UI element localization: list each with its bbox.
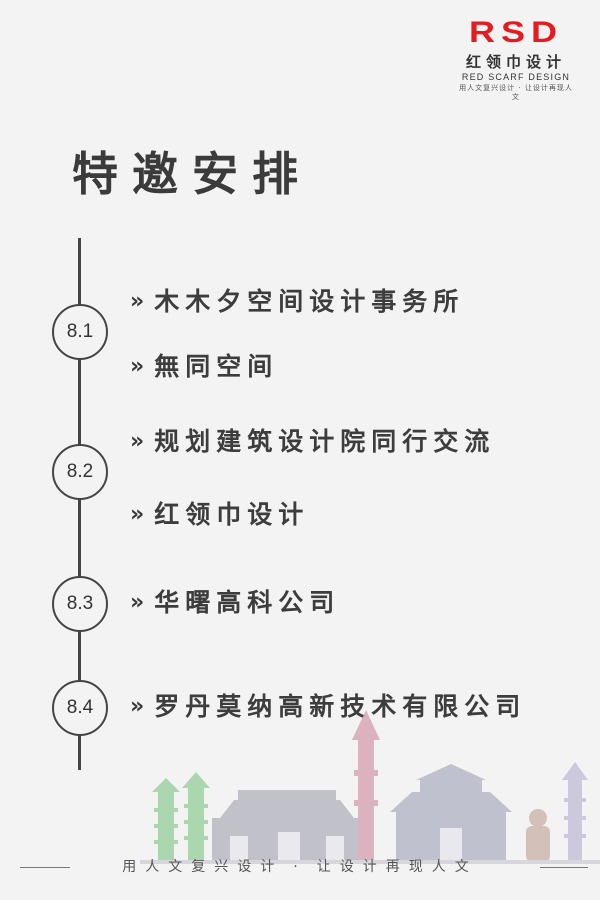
page-title: 特邀安排 [72, 147, 312, 201]
list-item: » 罗丹莫纳高新技术有限公司 [130, 691, 526, 723]
list-item: » 無同空间 [130, 351, 278, 383]
list-item: » 华曙高科公司 [130, 587, 340, 619]
chevron-right-icon: » [130, 354, 144, 379]
logo-name: 红领巾设计 [465, 53, 566, 71]
logo-english-name: RED SCARF DESIGN [461, 72, 571, 82]
date-badge-8-2: 8.2 [52, 444, 108, 500]
footer-divider-left [20, 867, 70, 868]
footer-right-text: 让设计再现人文 [316, 859, 478, 875]
date-badge-8-3: 8.3 [52, 576, 108, 632]
chevron-right-icon: » [130, 694, 144, 719]
item-label: 罗丹莫纳高新技术有限公司 [154, 692, 527, 721]
city-gate-icon [212, 790, 362, 862]
list-item: » 红领巾设计 [130, 499, 309, 531]
logo-mark: RSD [468, 16, 564, 49]
list-item: » 木木夕空间设计事务所 [130, 286, 464, 318]
item-label: 木木夕空间设计事务所 [154, 287, 465, 316]
item-label: 规划建筑设计院同行交流 [154, 427, 496, 456]
pagoda-icon [562, 762, 588, 862]
statue-icon [526, 809, 550, 862]
logo-slogan: 用人文复兴设计 · 让设计再现人文 [459, 84, 573, 101]
list-item: » 规划建筑设计院同行交流 [130, 426, 495, 458]
item-label: 华曙高科公司 [154, 588, 341, 617]
pagoda-icon [152, 772, 210, 862]
memorial-hall-icon [390, 764, 512, 862]
brand-logo: RSD 红领巾设计 RED SCARF DESIGN 用人文复兴设计 · 让设计… [456, 18, 576, 102]
tower-icon [352, 710, 380, 862]
footer-left-text: 用人文复兴设计 [122, 859, 284, 875]
footer-separator: · [293, 859, 307, 875]
date-badge-8-1: 8.1 [52, 304, 108, 360]
footer-divider-right [540, 867, 588, 868]
chevron-right-icon: » [130, 590, 144, 615]
city-skyline-illustration [140, 710, 600, 864]
chevron-right-icon: » [130, 289, 144, 314]
date-badge-8-4: 8.4 [52, 680, 108, 736]
timeline-line [78, 238, 81, 770]
chevron-right-icon: » [130, 502, 144, 527]
item-label: 红领巾设计 [154, 500, 310, 529]
footer-slogan: 用人文复兴设计 · 让设计再现人文 [0, 855, 600, 879]
footer-text: 用人文复兴设计 · 让设计再现人文 [0, 857, 600, 877]
chevron-right-icon: » [130, 429, 144, 454]
item-label: 無同空间 [154, 352, 279, 381]
